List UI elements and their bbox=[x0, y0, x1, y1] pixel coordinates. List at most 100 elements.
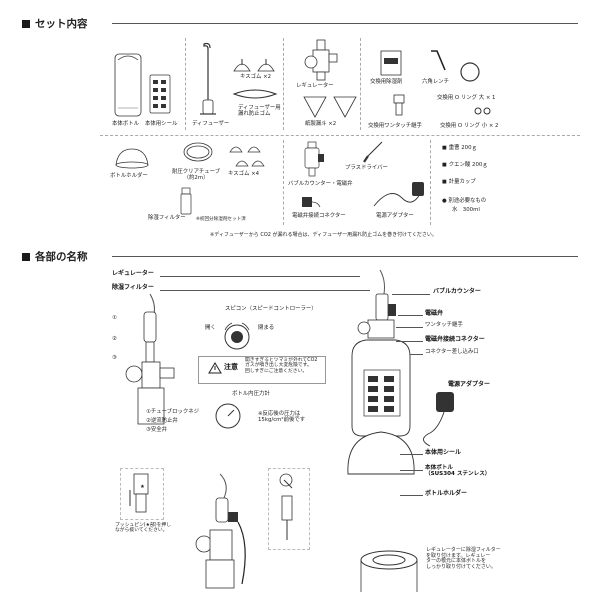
set-section-title: セット内容 bbox=[35, 18, 88, 30]
label-speed-controller: スピコン（スピードコントローラー） bbox=[225, 306, 317, 312]
gauge-note: ※反応後の圧力は 15kg/cm²前後です bbox=[258, 411, 306, 423]
label-one-touch-callout: ワンタッチ継手 bbox=[425, 322, 463, 328]
divider bbox=[283, 38, 284, 130]
leader-line bbox=[396, 327, 423, 328]
regulator-illustration bbox=[304, 39, 338, 81]
label-bottle-holder: ボトルホルダー bbox=[110, 173, 148, 179]
label-solenoid-connector: 電磁弁接続コネクター bbox=[292, 213, 346, 219]
tube-detail-illustration bbox=[279, 473, 293, 540]
label-dehumid-filter: 除湿フィルター bbox=[148, 215, 186, 221]
label-close: 閉まる bbox=[258, 325, 275, 331]
parts-section-rule bbox=[112, 256, 578, 257]
divider bbox=[430, 140, 431, 225]
warning-icon bbox=[208, 362, 222, 374]
one-touch-fitting-illustration bbox=[393, 94, 405, 116]
legend-3: ③安全弁 bbox=[146, 427, 168, 433]
label-refill-dehumidifier: 交換用除湿剤 bbox=[370, 79, 403, 85]
label-refill-one-touch: 交換用ワンタッチ継手 bbox=[368, 123, 422, 129]
tube-detail-box bbox=[268, 468, 310, 550]
solenoid-connector-illustration bbox=[302, 197, 321, 208]
bottle-holder-illustration bbox=[115, 148, 149, 169]
assembly-step-illustration bbox=[195, 473, 246, 589]
separately-required-text: 別途必要なもの bbox=[448, 198, 487, 204]
label-dehumid-filter-callout: 除湿フィルター bbox=[112, 284, 154, 291]
label-bottle-holder-callout: ボトルホルダー bbox=[425, 490, 468, 497]
label-bubble-counter: バブルカウンター・電磁弁 bbox=[288, 181, 353, 187]
label-regulator: レギュレーター bbox=[296, 83, 334, 89]
label-o-ring-small: 交換用 O リング 小 × 2 bbox=[440, 123, 499, 129]
legend-1: ①チューブロックネジ bbox=[146, 409, 200, 415]
label-pressure-tube: 耐圧クリアチューブ （約2m） bbox=[172, 169, 221, 181]
speed-controller-knob-icon[interactable] bbox=[222, 322, 252, 352]
label-screwdriver: プラスドライバー bbox=[345, 165, 388, 171]
caution-box bbox=[198, 356, 326, 384]
leader-line bbox=[398, 315, 423, 316]
o-ring-small-illustration bbox=[474, 107, 491, 115]
label-suction-cup-2: キスゴム ×2 bbox=[240, 74, 272, 80]
divider bbox=[283, 140, 284, 225]
label-o-ring-large: 交換用 O リング 大 × 1 bbox=[437, 95, 496, 101]
caution-text: 開きすぎるとツマミが外れてCO2 ガスが噴き出し大変危険です。 回しすぎにご注意… bbox=[245, 358, 318, 374]
divider bbox=[185, 38, 186, 130]
label-leak-ring: ディフューザー用 漏れ防止ゴム bbox=[238, 105, 281, 117]
set-footnote: ※ディフューザーから CO2 が漏れる場合は、ディフューザー用漏れ防止ゴムを巻き… bbox=[210, 232, 437, 238]
label-power-adapter-callout: 電源アダプター bbox=[448, 381, 491, 388]
label-paper-funnel: 紙製漏斗 ×2 bbox=[305, 121, 337, 127]
push-pin-detail-illustration bbox=[129, 473, 149, 513]
label-solenoid-callout: 電磁弁 bbox=[425, 310, 444, 317]
regulator-leader bbox=[160, 276, 360, 277]
legend-2: ②逆流防止弁 bbox=[146, 418, 178, 424]
label-main-bottle: 本体ボトル bbox=[112, 121, 139, 127]
leader-line bbox=[400, 495, 423, 496]
label-main-bottle-callout: 本体ボトル （SUS304 ステンレス） bbox=[425, 465, 491, 478]
label-connector-plug-callout: コネクター差し込み口 bbox=[425, 349, 479, 355]
pressure-gauge-icon bbox=[215, 403, 241, 429]
refill-dehumidifier-illustration bbox=[380, 50, 402, 76]
heading-square-icon bbox=[22, 19, 30, 28]
label-dehumid-filter-note: ※初回分除湿剤セット済 bbox=[196, 217, 246, 222]
power-adapter-small-illustration bbox=[423, 392, 454, 447]
co2-system-illustration bbox=[347, 269, 415, 475]
filter-note: レギュレーターに除湿フィルター を取り付けます。レギュレー ターの根元に本体ボト… bbox=[426, 547, 501, 570]
paper-funnel-illustration bbox=[303, 96, 357, 118]
label-citric-acid: クエン酸 200ｇ bbox=[442, 162, 488, 169]
leader-line bbox=[392, 294, 430, 295]
push-note: プッシュピン(★部)を押し ながら抜いてください。 bbox=[115, 523, 172, 534]
label-diffuser: ディフューザー bbox=[192, 121, 230, 127]
main-bottle-illustration bbox=[114, 53, 142, 117]
label-solenoid-connector-callout: 電磁弁接続コネクター bbox=[425, 336, 485, 343]
caution-title: 注意 bbox=[224, 363, 238, 371]
suction-cup-4-illustration bbox=[229, 146, 265, 167]
leader-line bbox=[410, 354, 423, 355]
divider bbox=[100, 135, 580, 136]
suction-cup-illustration bbox=[233, 59, 275, 72]
parts-section-heading: 各部の名称 bbox=[22, 249, 88, 264]
filter-bottom-detail-illustration bbox=[360, 550, 418, 592]
callout-num-1: ① bbox=[112, 315, 117, 321]
label-weight: 重曹 200ｇ bbox=[442, 145, 477, 152]
o-ring-large-illustration bbox=[460, 62, 480, 82]
label-separately-required: ● 別途必要なもの bbox=[442, 198, 487, 204]
set-section-heading: セット内容 bbox=[22, 16, 88, 31]
divider bbox=[360, 38, 361, 130]
parts-section-title: 各部の名称 bbox=[35, 251, 88, 263]
callout-num-2: ② bbox=[112, 336, 117, 342]
label-main-seal: 本体用シール bbox=[145, 121, 178, 127]
filter-leader bbox=[160, 290, 370, 291]
diffuser-illustration bbox=[200, 42, 216, 115]
label-bubble-counter-callout: バブルカウンター bbox=[433, 288, 481, 295]
leak-ring-illustration bbox=[232, 89, 278, 99]
screwdriver-illustration bbox=[363, 141, 383, 163]
pressure-tube-illustration bbox=[183, 142, 213, 162]
label-regulator-callout: レギュレーター bbox=[112, 270, 154, 277]
push-pin-detail-box bbox=[120, 468, 164, 520]
star-mark: ★ bbox=[140, 484, 145, 490]
main-seal-illustration bbox=[149, 74, 171, 114]
label-hex-wrench: 六角レンチ bbox=[422, 79, 449, 85]
leader-line bbox=[400, 470, 423, 471]
leader-line bbox=[400, 454, 423, 455]
leader-line bbox=[396, 341, 423, 342]
label-main-seal-callout: 本体用シール bbox=[425, 449, 462, 456]
heading-square-icon bbox=[22, 252, 30, 261]
label-water: 水 300ml bbox=[452, 207, 480, 213]
